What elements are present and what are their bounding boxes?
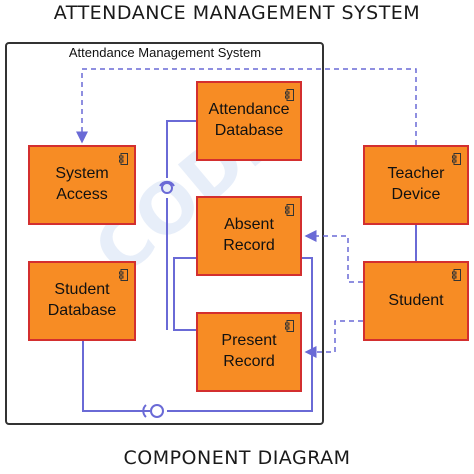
component-icon: [452, 269, 461, 281]
component-label: Attendance Database: [208, 101, 290, 139]
component-icon: [119, 153, 128, 165]
component-icon: [285, 320, 294, 332]
component-icon: [285, 89, 294, 101]
diagram-caption: COMPONENT DIAGRAM: [123, 447, 351, 469]
component-label: Student Database: [47, 281, 117, 319]
component-teacher-device[interactable]: Teacher Device: [363, 145, 469, 225]
component-label: Student: [388, 291, 444, 309]
component-label: Teacher Device: [387, 165, 445, 203]
component-system-access[interactable]: System Access: [28, 145, 136, 225]
component-label: System Access: [55, 165, 109, 203]
component-icon: [119, 269, 128, 281]
component-icon: [452, 153, 461, 165]
component-absent-record[interactable]: Absent Record: [196, 196, 302, 276]
system-boundary-label: Attendance Management System: [68, 45, 262, 60]
student-to-records-dependencies: [304, 230, 363, 358]
attendance-db-interface: [159, 120, 196, 330]
teacher-to-system-access-dependency: [76, 68, 417, 145]
component-present-record[interactable]: Present Record: [196, 312, 302, 392]
component-label: Present Record: [221, 332, 277, 370]
component-icon: [285, 204, 294, 216]
system-boundary: [5, 42, 324, 425]
component-attendance-database[interactable]: Attendance Database: [196, 81, 302, 161]
diagram-title: ATTENDANCE MANAGEMENT SYSTEM: [53, 2, 421, 24]
component-student-database[interactable]: Student Database: [28, 261, 136, 341]
record-links: [82, 257, 313, 418]
component-label: Absent Record: [223, 216, 275, 254]
component-student[interactable]: Student: [363, 261, 469, 341]
